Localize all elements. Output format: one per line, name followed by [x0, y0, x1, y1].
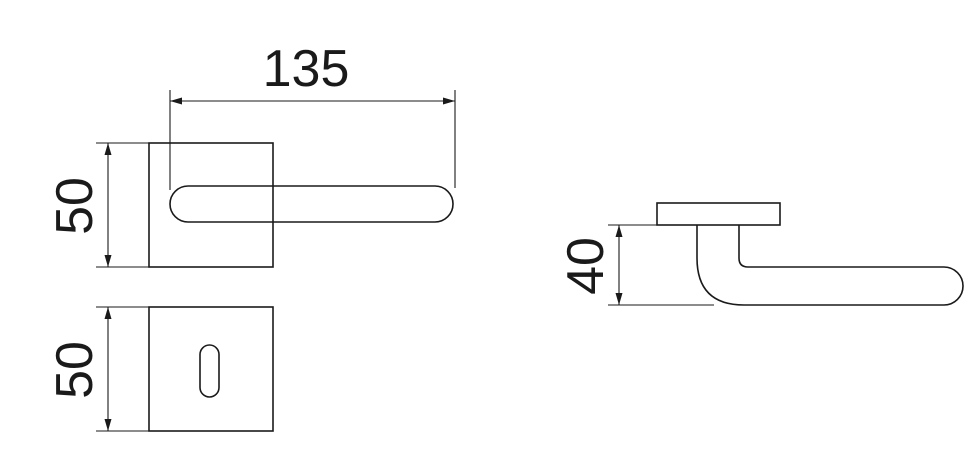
dimension-label-135: 135 — [263, 40, 350, 98]
dimension-50-rose: 50 — [46, 142, 149, 268]
dimension-40: 40 — [557, 224, 714, 306]
arrowhead-up — [104, 143, 112, 155]
keyhole-slot — [199, 344, 220, 398]
dimension-label-50-escutcheon: 50 — [46, 341, 104, 399]
dimension-135: 135 — [170, 40, 455, 105]
square-escutcheon — [148, 306, 274, 432]
dimension-label-50-rose: 50 — [46, 177, 104, 235]
arrowhead-down — [104, 419, 112, 431]
arrowhead-down — [615, 293, 623, 305]
arrowhead-up — [615, 225, 623, 237]
rose-profile — [656, 202, 781, 226]
dimension-label-40: 40 — [557, 237, 615, 295]
arrowhead-right — [443, 97, 455, 105]
dimension-50-escutcheon: 50 — [46, 306, 149, 432]
keyhole-escutcheon — [148, 306, 274, 432]
front-view-handle — [148, 90, 456, 268]
arrowhead-down — [104, 255, 112, 267]
arrowhead-left — [170, 97, 182, 105]
side-view-handle — [656, 202, 964, 306]
lever-profile — [696, 225, 964, 306]
arrowhead-up — [104, 307, 112, 319]
square-rose — [148, 142, 274, 268]
lever-arm — [169, 185, 454, 223]
